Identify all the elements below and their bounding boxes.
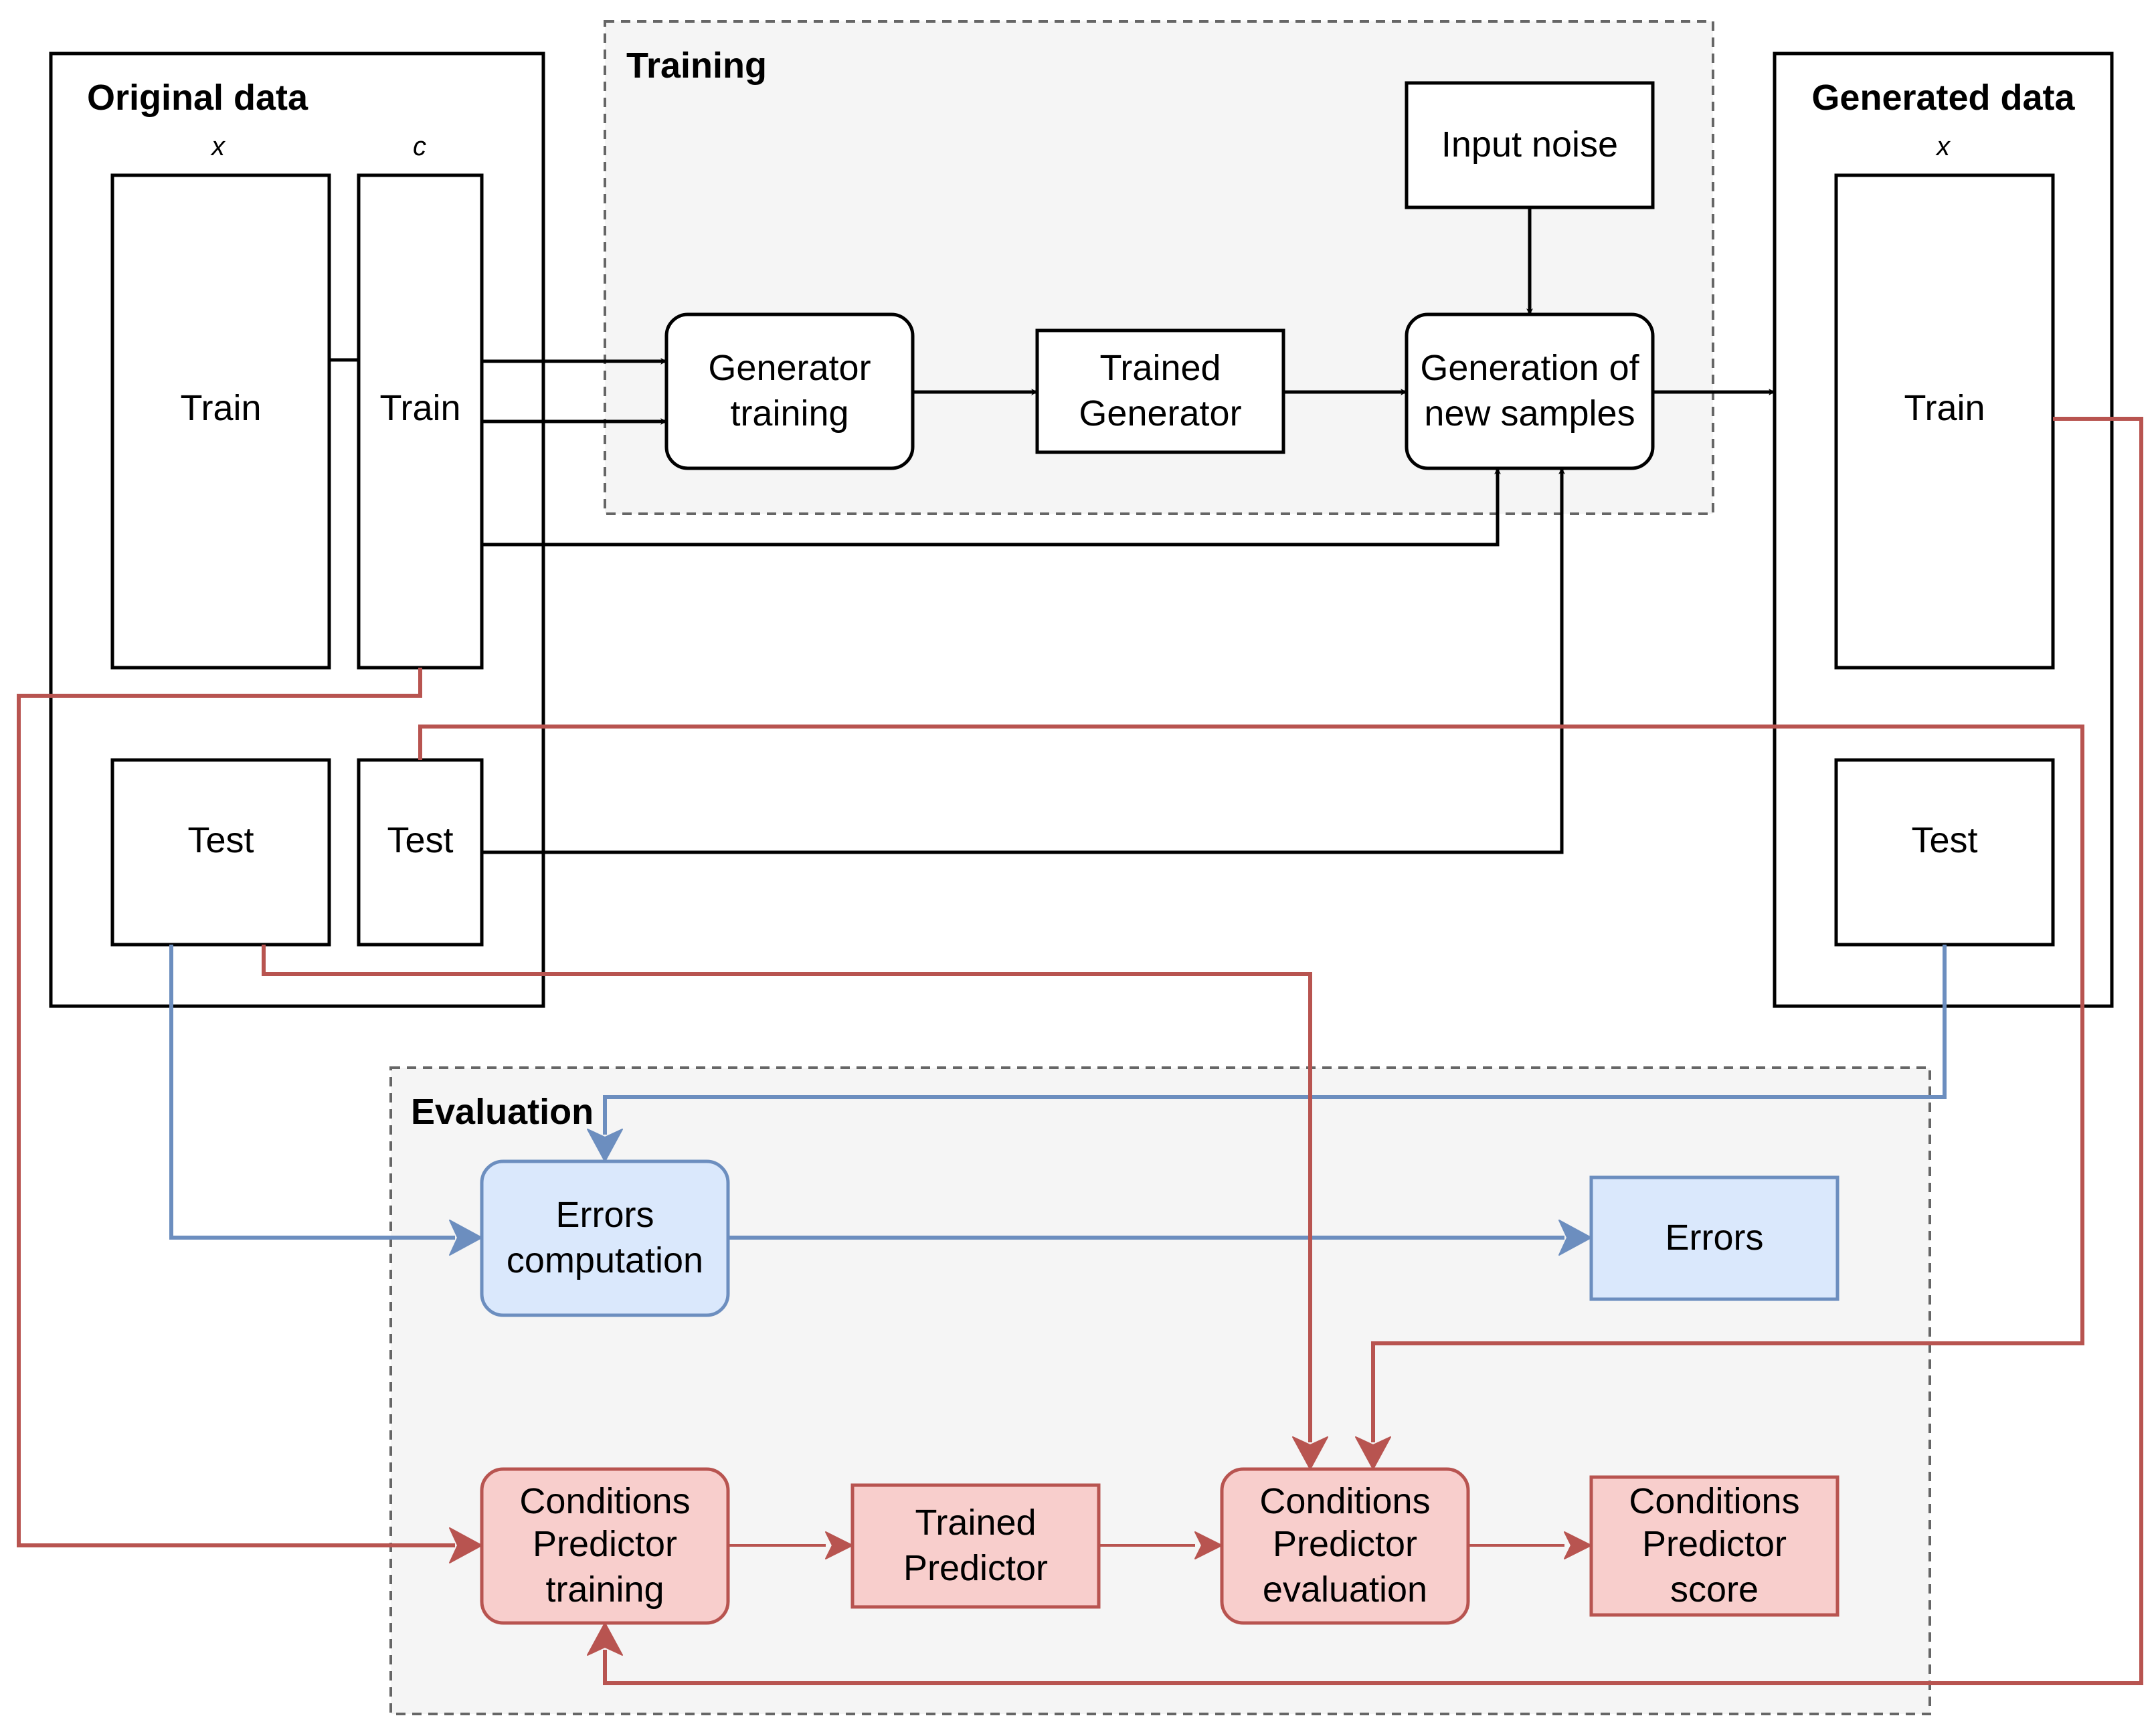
arrowhead-cp-training-left [449,1527,482,1563]
edge-test-x-to-errors-computation [169,945,455,1240]
original-test-c-label: Test [387,820,453,860]
arrowhead-errors-computation-top [587,1129,623,1162]
training-edges [482,207,1775,854]
original-test-x [110,758,331,947]
errors-arrowheads [449,1129,1592,1256]
edge-test-c-to-generation [482,468,1565,854]
original-col-x: x [210,132,226,161]
original-train-x-label: Train [180,388,261,428]
arrowhead-cp-evaluation-right [1355,1436,1391,1470]
cp-score-node [1589,1475,1839,1617]
generated-col-x: x [1935,132,1951,161]
edge-train-c-to-generation [482,468,1501,547]
arrowhead-cp-score [1564,1531,1592,1559]
errors-node [1589,1175,1839,1301]
generated-train [1834,173,2055,670]
errors-edges [169,945,1947,1240]
arrowhead-cp-evaluation [1194,1531,1223,1559]
input-noise-node [1405,81,1655,209]
original-col-c: c [413,132,426,161]
generated-data-title: Generated data [1811,78,2075,118]
edge-test-x-to-cp-evaluation [262,945,1312,1442]
original-train-x [110,173,331,670]
edge-train-c-to-cp-training [17,668,455,1547]
arrowhead-errors-computation-left [449,1220,482,1256]
original-train-c-label: Train [379,388,460,428]
errors-label: Errors [1666,1218,1764,1258]
generated-test [1834,758,2055,947]
original-test-x-label: Test [187,820,254,860]
evaluation-title: Evaluation [411,1092,594,1132]
trained-predictor-node [850,1483,1101,1609]
predictor-arrowheads [449,1436,1592,1656]
edge-test-c-to-cp-evaluation [418,725,2084,1442]
errors-computation-node [480,1159,730,1317]
original-test-c [357,758,484,947]
arrowhead-errors [1558,1220,1592,1256]
input-noise-label: Input noise [1441,124,1618,165]
arrowhead-cp-evaluation-left [1292,1436,1328,1470]
edge-generated-train-to-cp-training [603,417,2143,1685]
generated-train-label: Train [1904,388,1985,428]
predictor-edges [17,417,2143,1685]
arrowhead-cp-training-bottom [587,1622,623,1656]
generated-test-label: Test [1911,820,1977,860]
original-data-title: Original data [87,78,308,118]
generation-node [1405,312,1655,470]
generator-training-node [664,312,915,470]
edge-generated-test-to-errors-computation [603,945,1947,1135]
training-title: Training [626,45,767,86]
arrowhead-trained-predictor [825,1531,853,1559]
